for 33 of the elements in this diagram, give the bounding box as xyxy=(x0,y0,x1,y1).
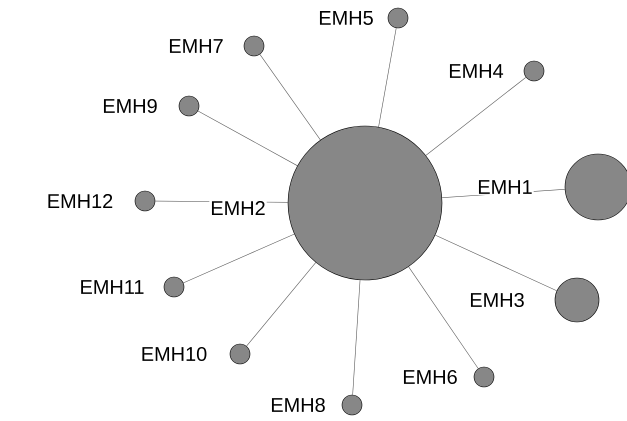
node-label: EMH11 xyxy=(78,279,146,295)
connector-line xyxy=(352,280,360,396)
haplotype-circle xyxy=(342,394,362,416)
haplotype-circle xyxy=(554,278,600,322)
node-label: EMH9 xyxy=(101,98,159,114)
haplotype-circle xyxy=(524,60,544,82)
node-label: EMH3 xyxy=(468,292,526,308)
haplotype-circle xyxy=(164,276,184,298)
node-label: EMH12 xyxy=(46,193,114,209)
connector-line xyxy=(426,77,526,156)
node-label: EMH4 xyxy=(447,63,505,79)
connector-line xyxy=(378,28,396,128)
node-label: EMH10 xyxy=(140,346,208,362)
connector-line xyxy=(198,110,298,166)
node-label: EMH6 xyxy=(401,368,459,386)
haplotype-circle xyxy=(564,154,627,220)
connector-line xyxy=(435,234,558,292)
haplotype-circle xyxy=(178,96,200,116)
haplotype-circle xyxy=(230,344,250,364)
connector-line xyxy=(183,234,295,284)
node-label: EMH7 xyxy=(167,38,225,54)
node-label: EMH5 xyxy=(317,10,375,26)
haplotype-circle xyxy=(474,366,494,388)
connector-line xyxy=(246,262,316,346)
node-label: EMH2 xyxy=(209,200,267,216)
haplotype-circle xyxy=(388,8,408,28)
node-label: EMH1 xyxy=(476,179,534,195)
node-label: EMH8 xyxy=(269,396,327,414)
haplotype-circle xyxy=(288,126,442,280)
haplotype-circle xyxy=(244,36,264,56)
haplotype-circle xyxy=(134,190,156,212)
connector-line xyxy=(260,54,321,140)
connector-line xyxy=(408,266,478,369)
